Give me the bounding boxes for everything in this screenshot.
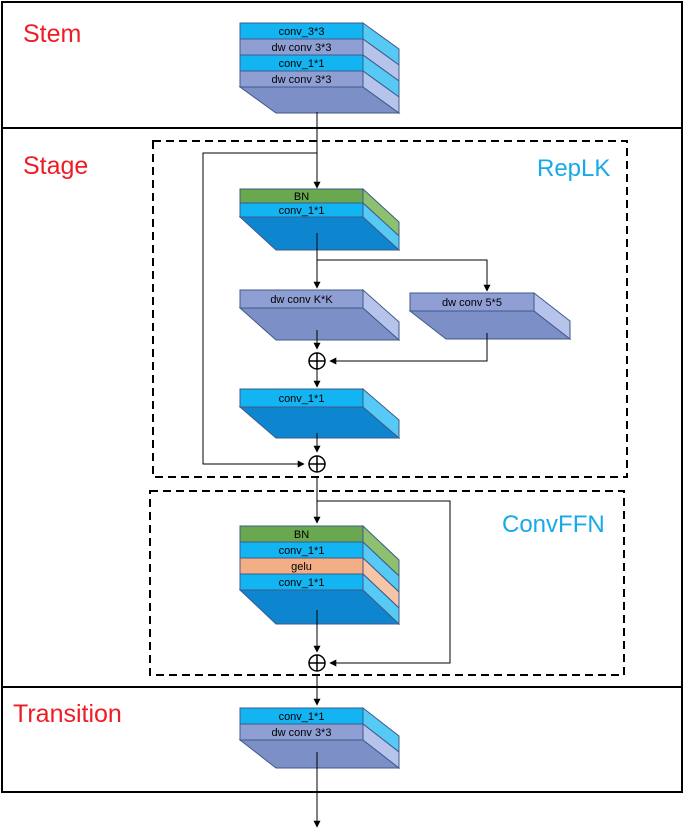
layer-label: dw conv K*K xyxy=(270,294,333,306)
layer-face xyxy=(239,388,364,408)
layer-label: conv_1*1 xyxy=(279,545,325,557)
layer-label: conv_1*1 xyxy=(279,205,325,217)
convffn-title: ConvFFN xyxy=(502,511,605,538)
layer-label: dw conv 3*3 xyxy=(272,74,332,86)
layer-label: BN xyxy=(294,529,309,541)
replk-input-stack: BN conv_1*1 xyxy=(238,187,401,252)
layer-label: gelu xyxy=(291,561,312,573)
transition-section xyxy=(1,686,683,793)
transition-title: Transition xyxy=(13,700,122,728)
replk-skip-connection xyxy=(202,152,317,468)
layer-label: conv_3*3 xyxy=(279,26,325,38)
stage-title: Stage xyxy=(23,152,88,180)
dw-5x5-block: dw conv 5*5 xyxy=(408,291,572,341)
layer-label: conv_1*1 xyxy=(279,711,325,723)
layer-face xyxy=(409,292,535,312)
layer-label: dw conv 3*3 xyxy=(272,727,332,739)
replk-output-stack: conv_1*1 xyxy=(238,387,401,440)
layer-label: conv_1*1 xyxy=(279,58,325,70)
layer-face xyxy=(239,289,364,309)
layer-label: BN xyxy=(294,191,309,203)
transition-stack: conv_1*1dw conv 3*3 xyxy=(238,706,401,770)
layer-face xyxy=(239,723,364,741)
ffn-skip-connection xyxy=(317,500,451,667)
replk-block xyxy=(152,140,628,478)
arrow-dw5-to-add xyxy=(329,333,488,365)
add-node-ffn-residual xyxy=(308,654,326,672)
convffn-block xyxy=(149,490,625,676)
arrow-to-dw-5x5 xyxy=(317,259,491,292)
connectors xyxy=(202,112,491,828)
layer-face xyxy=(239,573,364,591)
add-node-replk-branch xyxy=(308,352,326,370)
add-node-replk-residual xyxy=(308,455,326,473)
layer-label: dw conv 3*3 xyxy=(272,42,332,54)
layer-label: conv_1*1 xyxy=(279,393,325,405)
layer-label: conv_1*1 xyxy=(279,577,325,589)
replk-title: RepLK xyxy=(537,155,610,182)
dw-kxk-block: dw conv K*K xyxy=(238,288,401,342)
layer-label: dw conv 5*5 xyxy=(442,297,502,309)
layer-face xyxy=(239,70,364,88)
layer-face xyxy=(239,202,364,218)
stem-title: Stem xyxy=(23,20,81,48)
